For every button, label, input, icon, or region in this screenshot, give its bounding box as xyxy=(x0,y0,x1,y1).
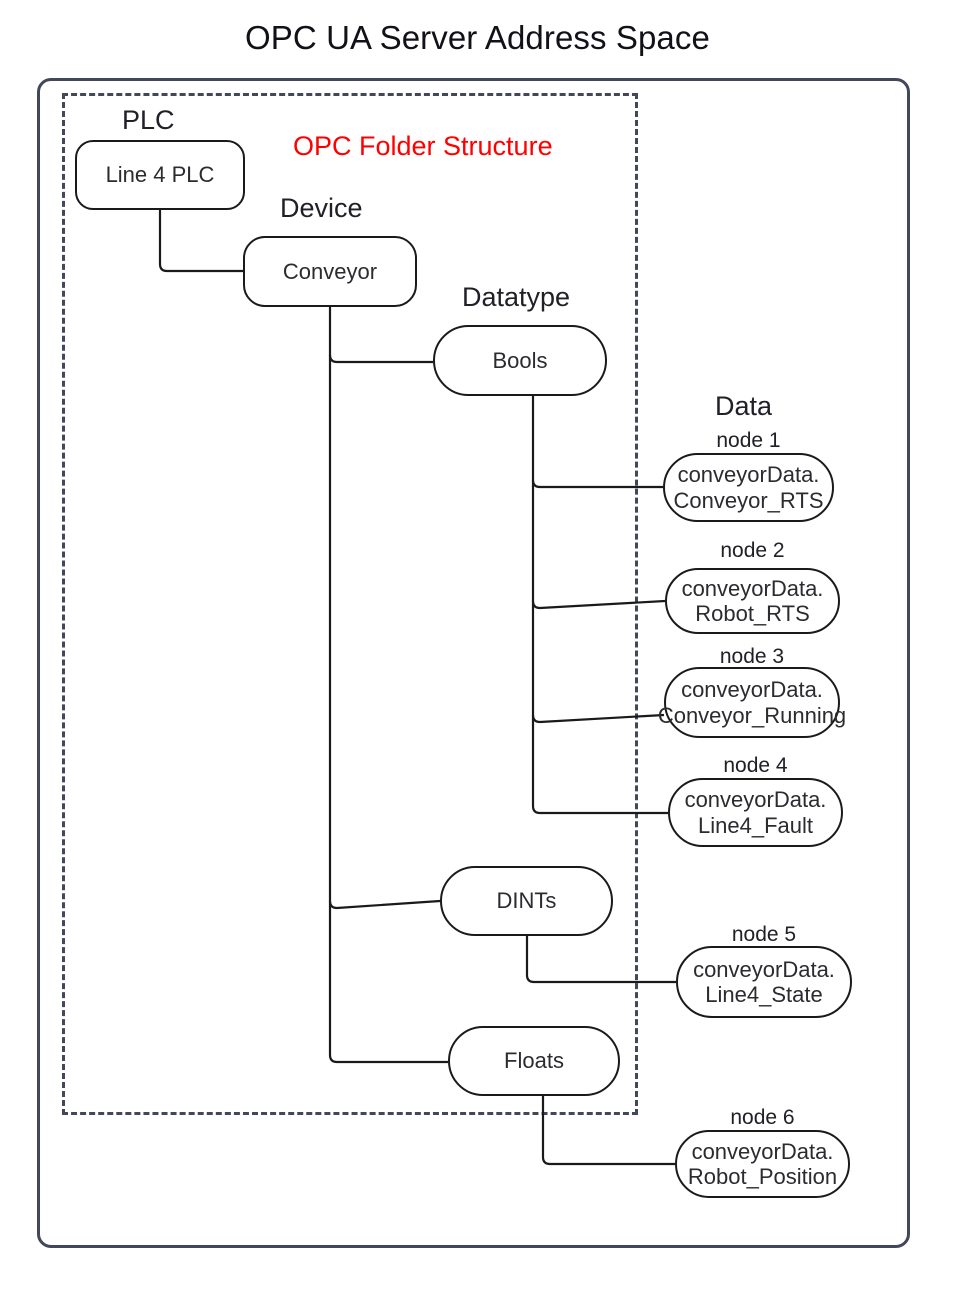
node-bools-label: Bools xyxy=(492,347,548,373)
caption-data: Data xyxy=(715,391,773,421)
node-data-1[interactable]: conveyorData. Conveyor_RTS xyxy=(663,453,834,522)
node-data-4[interactable]: conveyorData. Line4_Fault xyxy=(668,778,843,847)
node-data-1-label: conveyorData. Conveyor_RTS xyxy=(673,462,824,513)
caption-plc: PLC xyxy=(122,105,175,135)
node-data-4-label: conveyorData. Line4_Fault xyxy=(684,787,827,838)
caption-datatype: Datatype xyxy=(462,282,571,312)
node-data-3[interactable]: conveyorData. Conveyor_Running xyxy=(658,667,846,738)
node-data-2[interactable]: conveyorData. Robot_RTS xyxy=(665,568,840,634)
node-data-6[interactable]: conveyorData. Robot_Position xyxy=(675,1130,850,1198)
caption-node-5: node 5 xyxy=(731,923,797,946)
page-title: OPC UA Server Address Space xyxy=(245,19,710,56)
node-device-label: Conveyor xyxy=(282,258,378,284)
node-device-conveyor[interactable]: Conveyor xyxy=(243,236,417,307)
node-data-3-label: conveyorData. Conveyor_Running xyxy=(657,677,847,728)
address-space-frame xyxy=(37,78,910,1248)
node-data-2-label: conveyorData. Robot_RTS xyxy=(681,575,824,626)
node-datatype-dints[interactable]: DINTs xyxy=(440,866,613,936)
node-datatype-bools[interactable]: Bools xyxy=(433,325,607,396)
node-datatype-floats[interactable]: Floats xyxy=(448,1026,620,1096)
caption-opc-folder-structure: OPC Folder Structure xyxy=(293,131,553,161)
caption-node-1: node 1 xyxy=(716,429,781,452)
node-data-5[interactable]: conveyorData. Line4_State xyxy=(676,946,852,1018)
caption-node-2: node 2 xyxy=(720,539,785,562)
node-plc[interactable]: Line 4 PLC xyxy=(75,140,245,210)
node-plc-label: Line 4 PLC xyxy=(105,162,215,188)
caption-device: Device xyxy=(280,193,363,223)
caption-node-6: node 6 xyxy=(730,1106,795,1129)
caption-node-4: node 4 xyxy=(723,754,788,777)
node-data-5-label: conveyorData. Line4_State xyxy=(693,956,835,1007)
node-floats-label: Floats xyxy=(504,1048,564,1074)
node-data-6-label: conveyorData. Robot_Position xyxy=(687,1138,838,1189)
caption-node-3: node 3 xyxy=(719,645,785,668)
node-dints-label: DINTs xyxy=(496,888,557,914)
